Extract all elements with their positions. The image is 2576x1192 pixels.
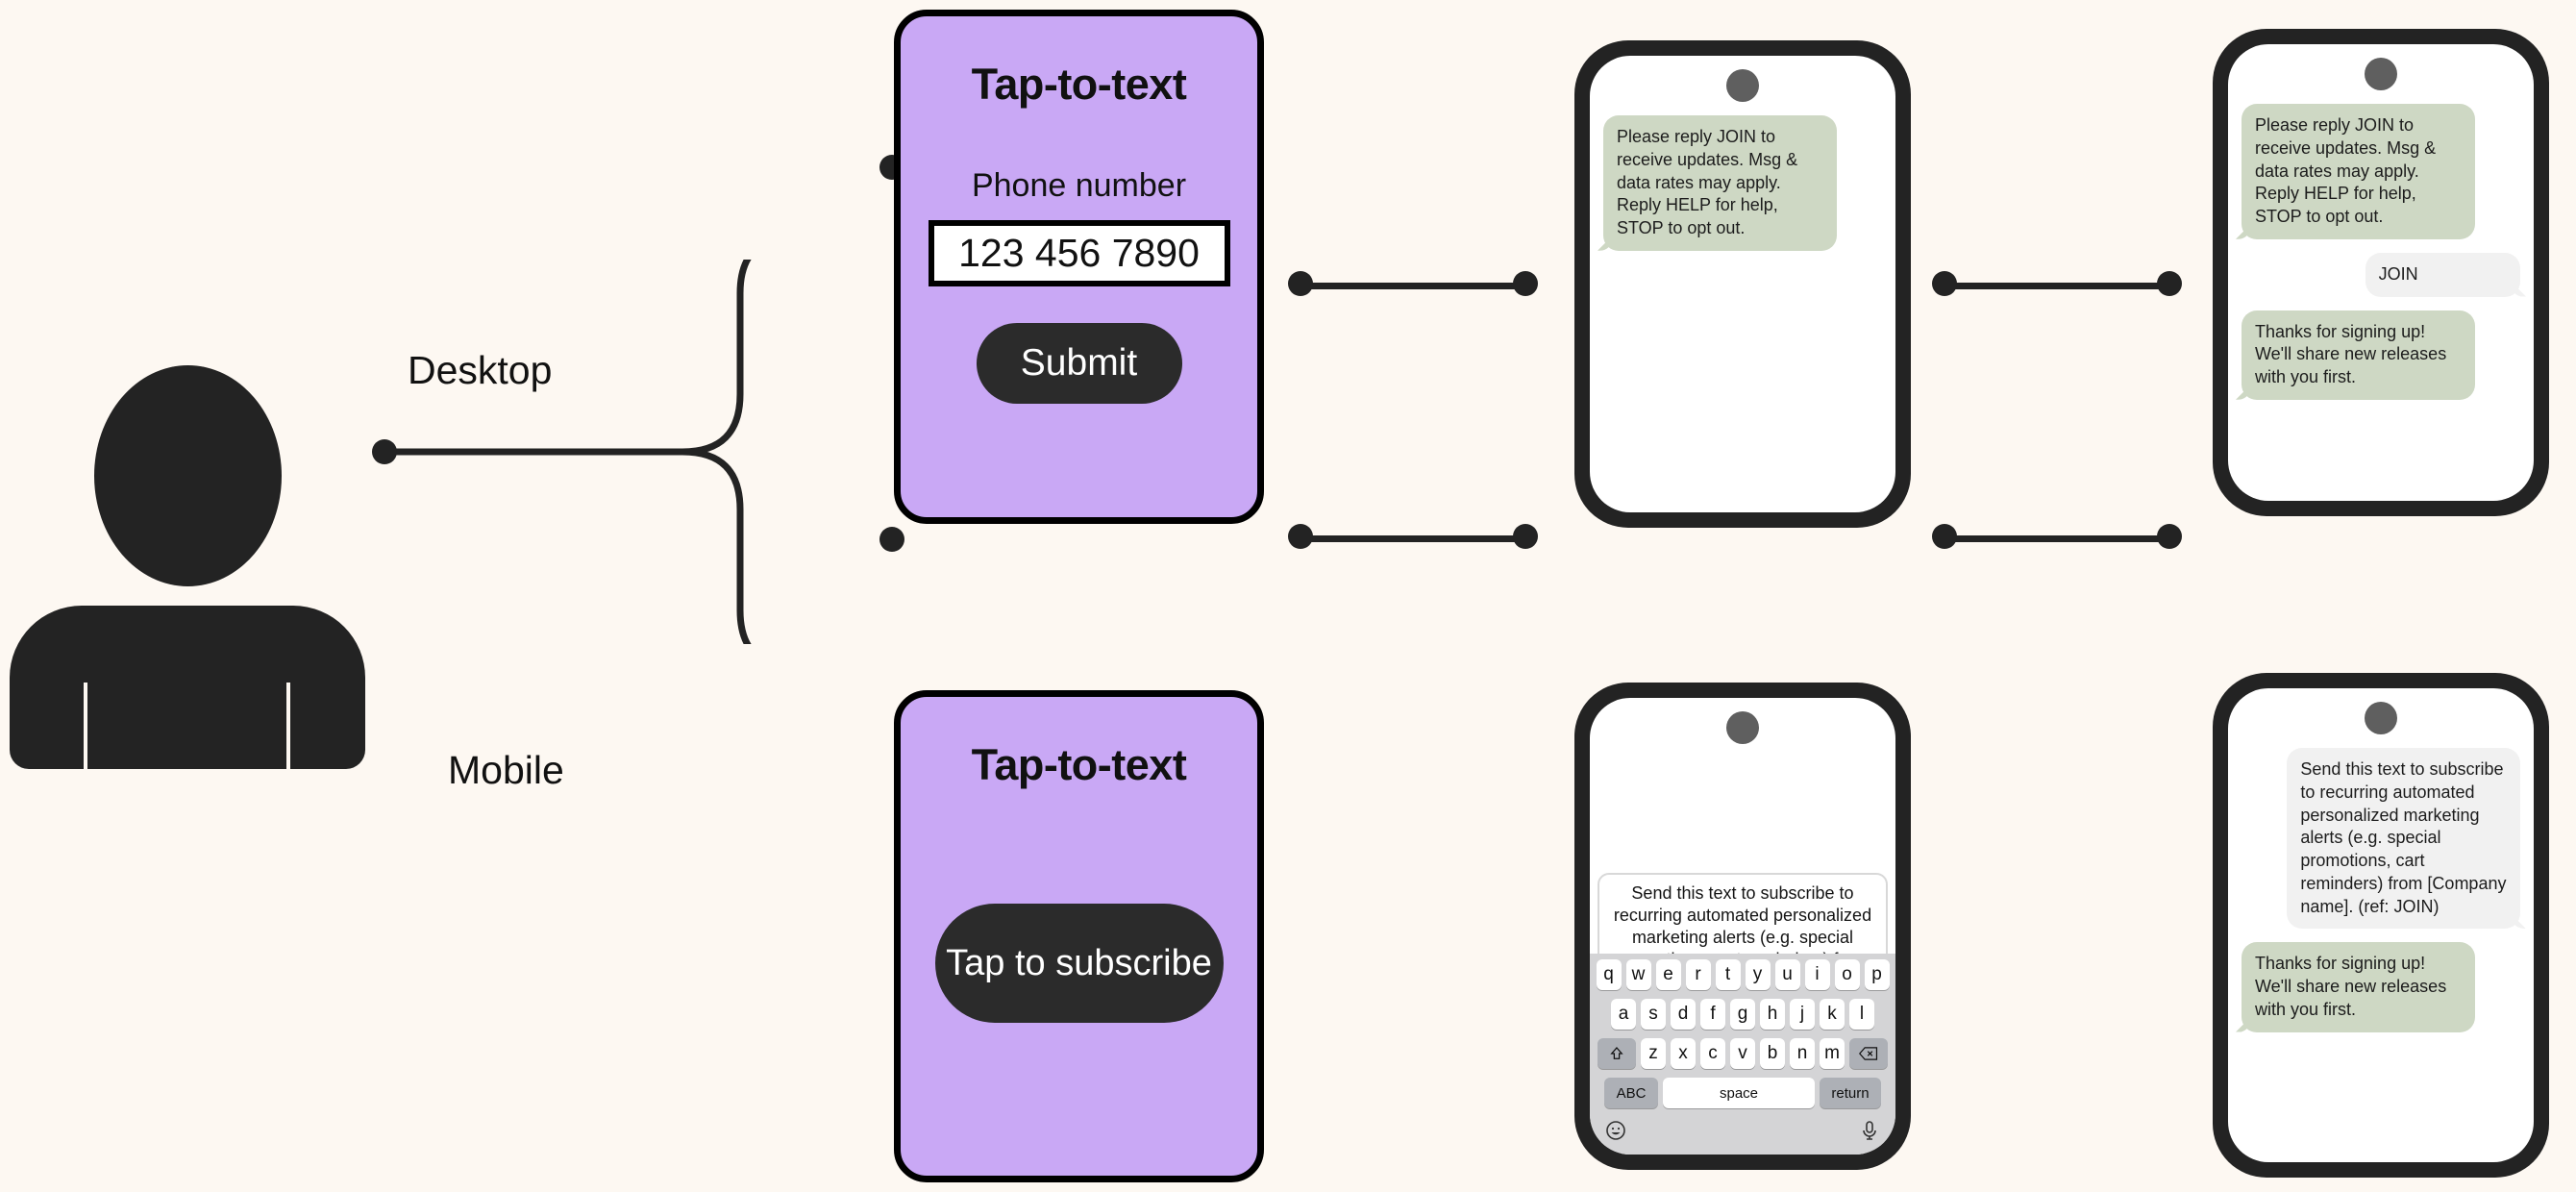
phone-number-label: Phone number — [971, 167, 1187, 204]
connector-desktop-card-to-phone1 — [1288, 271, 1538, 300]
keyboard-row-3: z x c v b n m — [1595, 1038, 1891, 1069]
abc-key[interactable]: ABC — [1604, 1078, 1658, 1108]
branch-label-mobile: Mobile — [448, 748, 564, 792]
message-thread: Please reply JOIN to receive updates. Ms… — [1590, 108, 1895, 512]
key-b[interactable]: b — [1760, 1038, 1785, 1069]
return-key[interactable]: return — [1820, 1078, 1881, 1108]
shift-icon[interactable] — [1598, 1038, 1636, 1069]
connector-dot-right — [1513, 524, 1538, 549]
key-i[interactable]: i — [1804, 959, 1830, 990]
key-h[interactable]: h — [1760, 999, 1785, 1030]
desktop-tap-to-text-card: Tap-to-text Phone number 123 456 7890 Su… — [894, 10, 1264, 524]
desktop-card-title: Tap-to-text — [971, 60, 1187, 109]
mobile-phone-1: Send this text to subscribe to recurring… — [1574, 683, 1911, 1170]
camera-dot-icon — [2365, 58, 2397, 90]
connector-mobile-phone1-to-phone2 — [1932, 524, 2182, 553]
key-a[interactable]: a — [1611, 999, 1636, 1030]
key-f[interactable]: f — [1700, 999, 1725, 1030]
microphone-icon[interactable] — [1858, 1119, 1881, 1147]
message-bubble: Send this text to subscribe to recurring… — [2287, 748, 2520, 930]
person-head — [94, 365, 282, 586]
key-x[interactable]: x — [1671, 1038, 1696, 1069]
message-bubble: Thanks for signing up! We'll share new r… — [2242, 310, 2475, 400]
key-w[interactable]: w — [1625, 959, 1651, 990]
person-arm-right — [286, 683, 290, 769]
keyboard-bottom-bar — [1595, 1117, 1891, 1151]
camera-dot-icon — [1726, 711, 1759, 744]
key-j[interactable]: j — [1790, 999, 1815, 1030]
desktop-phone-2: Please reply JOIN to receive updates. Ms… — [2213, 29, 2549, 516]
connector-bar — [1300, 283, 1526, 289]
key-s[interactable]: s — [1641, 999, 1666, 1030]
phone-number-input[interactable]: 123 456 7890 — [928, 220, 1230, 286]
key-t[interactable]: t — [1715, 959, 1741, 990]
mobile-phone-2: Send this text to subscribe to recurring… — [2213, 673, 2549, 1178]
key-l[interactable]: l — [1849, 999, 1874, 1030]
person-icon — [10, 365, 365, 769]
camera-dot-icon — [1726, 69, 1759, 102]
phone-screen: Please reply JOIN to receive updates. Ms… — [1590, 56, 1895, 512]
connector-dot-right — [2157, 271, 2182, 296]
keyboard-row-4: ABC space return — [1595, 1078, 1891, 1108]
submit-button[interactable]: Submit — [976, 323, 1182, 404]
phone-screen: Send this text to subscribe to recurring… — [2228, 688, 2534, 1162]
message-bubble: Please reply JOIN to receive updates. Ms… — [1603, 115, 1837, 251]
key-q[interactable]: q — [1596, 959, 1622, 990]
branch-path-mobile — [381, 448, 752, 644]
key-d[interactable]: d — [1671, 999, 1696, 1030]
key-g[interactable]: g — [1730, 999, 1755, 1030]
person-body — [10, 606, 365, 769]
key-r[interactable]: r — [1685, 959, 1711, 990]
space-key[interactable]: space — [1663, 1078, 1815, 1108]
key-e[interactable]: e — [1655, 959, 1681, 990]
keyboard-row-1: q w e r t y u i o p — [1595, 959, 1891, 990]
backspace-icon[interactable] — [1849, 1038, 1888, 1069]
connector-mobile-card-to-phone1 — [1288, 524, 1538, 553]
key-o[interactable]: o — [1834, 959, 1860, 990]
message-thread: Send this text to subscribe to recurring… — [2228, 740, 2534, 1162]
key-m[interactable]: m — [1820, 1038, 1845, 1069]
branch-endpoint-dot-mobile — [879, 527, 904, 552]
key-y[interactable]: y — [1745, 959, 1771, 990]
key-n[interactable]: n — [1790, 1038, 1815, 1069]
branch-connector — [372, 260, 752, 644]
branch-path-desktop — [381, 260, 752, 456]
key-v[interactable]: v — [1730, 1038, 1755, 1069]
phone-screen: Send this text to subscribe to recurring… — [1590, 698, 1895, 1155]
connector-dot-right — [1513, 271, 1538, 296]
message-thread: Please reply JOIN to receive updates. Ms… — [2228, 96, 2534, 501]
connector-desktop-phone1-to-phone2 — [1932, 271, 2182, 300]
key-k[interactable]: k — [1820, 999, 1845, 1030]
person-arm-left — [84, 683, 87, 769]
message-bubble: Please reply JOIN to receive updates. Ms… — [2242, 104, 2475, 239]
tap-to-subscribe-button[interactable]: Tap to subscribe — [934, 904, 1224, 1023]
connector-dot-right — [2157, 524, 2182, 549]
on-screen-keyboard: q w e r t y u i o p a s d f g h — [1590, 954, 1895, 1155]
branch-origin-dot — [372, 439, 397, 464]
mobile-tap-to-text-card: Tap-to-text Tap to subscribe — [894, 690, 1264, 1182]
key-p[interactable]: p — [1864, 959, 1890, 990]
connector-dot-left — [1932, 524, 1957, 549]
emoji-icon[interactable] — [1604, 1119, 1627, 1147]
key-u[interactable]: u — [1774, 959, 1800, 990]
connector-bar — [1944, 283, 2170, 289]
keyboard-row-2: a s d f g h j k l — [1595, 999, 1891, 1030]
branch-label-desktop: Desktop — [408, 348, 553, 392]
mobile-card-title: Tap-to-text — [971, 740, 1187, 789]
connector-dot-left — [1288, 271, 1313, 296]
key-z[interactable]: z — [1641, 1038, 1666, 1069]
desktop-phone-1: Please reply JOIN to receive updates. Ms… — [1574, 40, 1911, 528]
message-bubble: JOIN — [2365, 252, 2520, 297]
camera-dot-icon — [2365, 702, 2397, 734]
connector-bar — [1300, 535, 1526, 542]
message-bubble: Thanks for signing up! We'll share new r… — [2242, 942, 2475, 1032]
connector-dot-left — [1288, 524, 1313, 549]
connector-dot-left — [1932, 271, 1957, 296]
connector-bar — [1944, 535, 2170, 542]
key-c[interactable]: c — [1700, 1038, 1725, 1069]
phone-screen: Please reply JOIN to receive updates. Ms… — [2228, 44, 2534, 501]
